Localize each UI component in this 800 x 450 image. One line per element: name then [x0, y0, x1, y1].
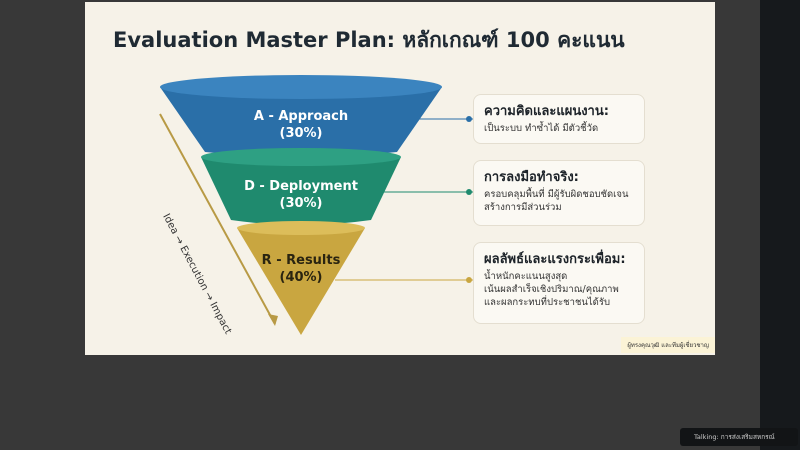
box-line: เน้นผลสำเร็จเชิงปริมาณ/คุณภาพ [484, 283, 619, 295]
box-line: ครอบคลุมพื้นที่ มีผู้รับผิดชอบชัดเจน [484, 189, 629, 200]
info-box-deployment: การลงมือทำจริง: ครอบคลุมพื้นที่ มีผู้รับผ… [473, 160, 645, 226]
box-title: ความคิดและแผนงาน: [484, 104, 609, 119]
layer-label-results: R - Results (40%) [241, 252, 361, 286]
layer-label-deployment: D - Deployment (30%) [231, 178, 371, 212]
layer-pct: (40%) [279, 270, 323, 285]
talking-indicator: Talking: การส่งเสริมสหกรณ์ [680, 428, 798, 446]
layer-label-approach: A - Approach (30%) [241, 108, 361, 142]
layer-pct: (30%) [279, 196, 323, 211]
participants-panel [760, 0, 800, 450]
box-line: สร้างการมีส่วนร่วม [484, 201, 562, 213]
layer-name: R - Results [261, 253, 341, 268]
layer-pct: (30%) [279, 126, 323, 141]
funnel-layer-deployment [201, 152, 401, 225]
funnel-layer-approach [160, 79, 442, 157]
box-line: น้ำหนักคะแนนสูงสุด [484, 271, 568, 282]
layer-name: D - Deployment [244, 179, 358, 194]
info-box-results: ผลลัพธ์และแรงกระเพื่อม: น้ำหนักคะแนนสูงสุ… [473, 242, 645, 324]
box-line: เป็นระบบ ทำซ้ำได้ มีตัวชี้วัด [484, 123, 599, 134]
funnel-graphic [159, 75, 473, 335]
slide-credit: ผู้ทรงคุณวุฒิ และทีมผู้เชี่ยวชาญ [621, 337, 715, 353]
funnel-layer-results [237, 224, 365, 335]
box-title: การลงมือทำจริง: [484, 170, 579, 185]
info-box-approach: ความคิดและแผนงาน: เป็นระบบ ทำซ้ำได้ มีตัว… [473, 94, 645, 144]
box-line: และผลกระทบที่ประชาชนได้รับ [484, 296, 610, 308]
slide-title: Evaluation Master Plan: หลักเกณฑ์ 100 คะ… [113, 28, 625, 52]
box-title: ผลลัพธ์และแรงกระเพื่อม: [484, 252, 626, 267]
shared-slide: Evaluation Master Plan: หลักเกณฑ์ 100 คะ… [85, 2, 715, 355]
layer-name: A - Approach [253, 109, 349, 124]
